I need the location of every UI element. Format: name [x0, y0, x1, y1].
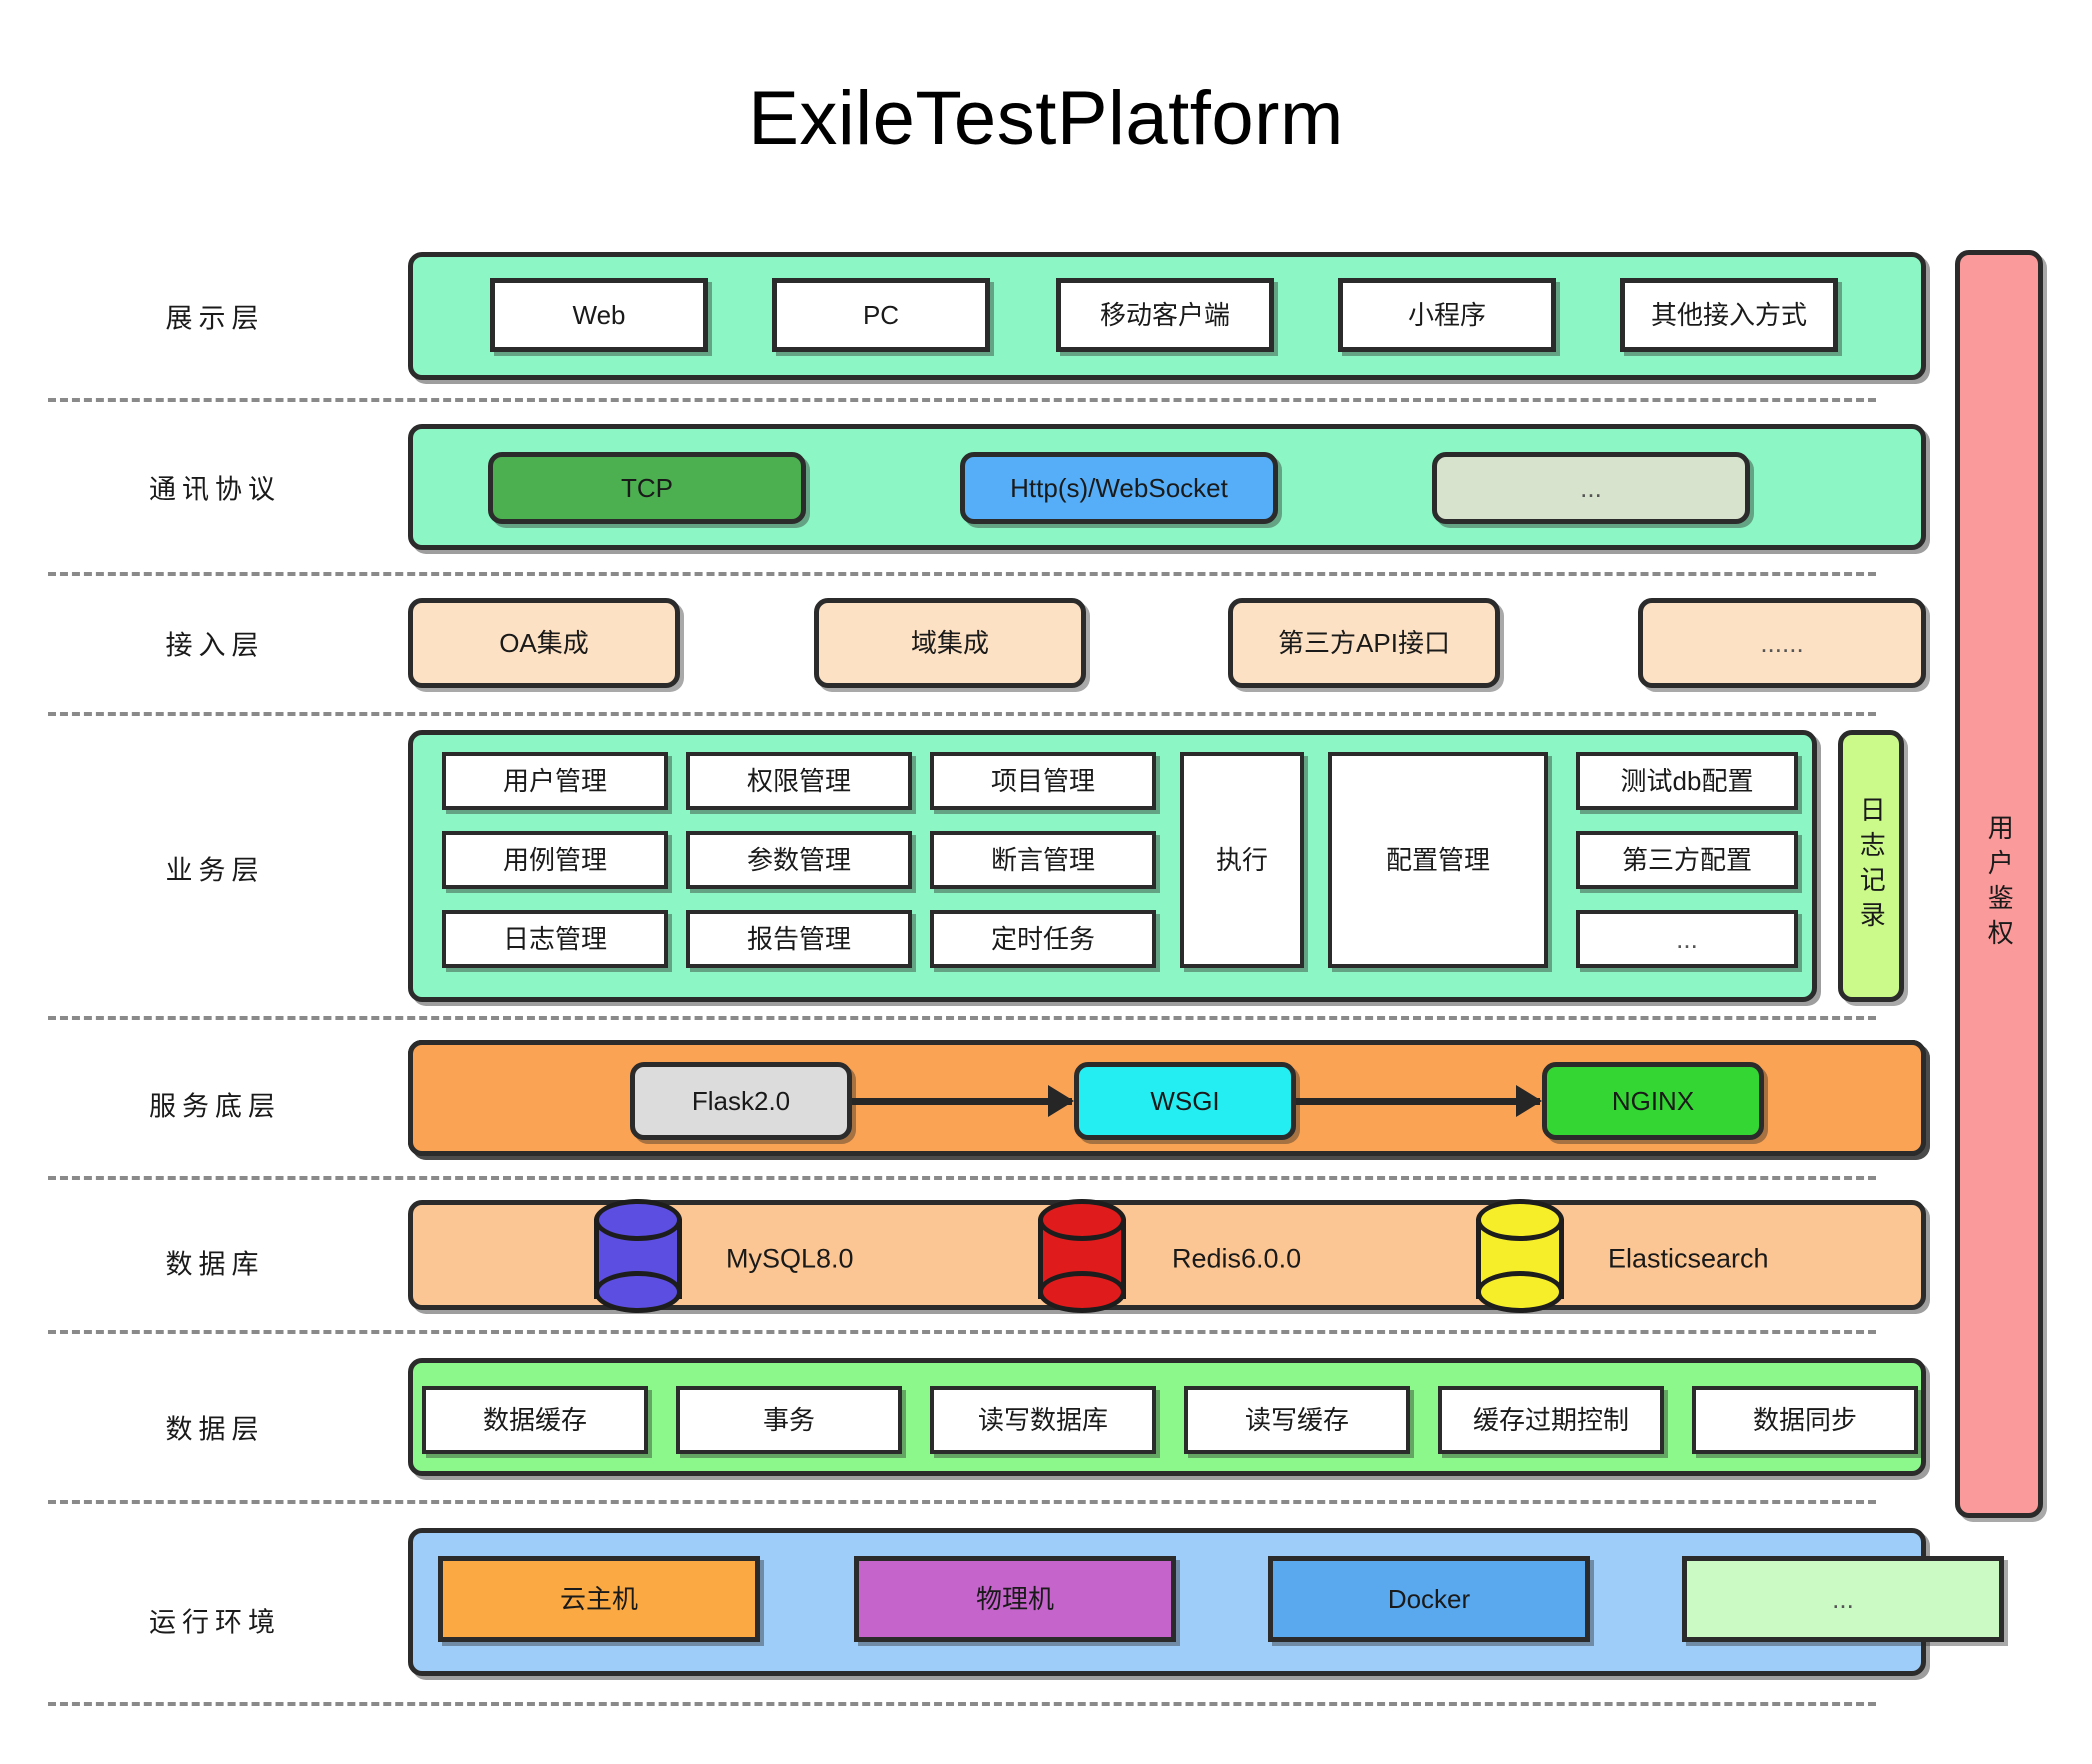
page-title: ExileTestPlatform	[748, 76, 1344, 161]
node-case-mgmt[interactable]: 用例管理	[442, 831, 668, 889]
node-thirdparty-config[interactable]: 第三方配置	[1576, 831, 1798, 889]
node-domain-integration[interactable]: 域集成	[814, 598, 1086, 688]
label-elasticsearch: Elasticsearch	[1608, 1243, 1769, 1274]
cylinder-mysql	[594, 1199, 682, 1313]
node-data-cache[interactable]: 数据缓存	[422, 1386, 648, 1454]
row-label-data: 数据层	[165, 1414, 265, 1445]
node-report-mgmt[interactable]: 报告管理	[686, 910, 912, 968]
node-log-record[interactable]: 日志记录	[1838, 730, 1904, 1002]
node-http-ws[interactable]: Http(s)/WebSocket	[960, 452, 1278, 524]
node-project-mgmt[interactable]: 项目管理	[930, 752, 1156, 810]
separator-2	[48, 572, 1876, 576]
label-redis: Redis6.0.0	[1172, 1243, 1302, 1274]
node-docker[interactable]: Docker	[1268, 1556, 1590, 1642]
cylinder-elasticsearch	[1476, 1199, 1564, 1313]
node-rw-database[interactable]: 读写数据库	[930, 1386, 1156, 1454]
node-mobile[interactable]: 移动客户端	[1056, 278, 1274, 352]
node-physical-machine[interactable]: 物理机	[854, 1556, 1176, 1642]
node-pc[interactable]: PC	[772, 278, 990, 352]
arrow-head-nginx	[1516, 1085, 1542, 1117]
node-miniapp[interactable]: 小程序	[1338, 278, 1556, 352]
node-assert-mgmt[interactable]: 断言管理	[930, 831, 1156, 889]
node-wsgi[interactable]: WSGI	[1074, 1062, 1296, 1140]
node-cache-expiry[interactable]: 缓存过期控制	[1438, 1386, 1664, 1454]
node-thirdparty-api[interactable]: 第三方API接口	[1228, 598, 1500, 688]
row-label-presentation: 展示层	[165, 303, 265, 334]
row-label-protocol: 通讯协议	[149, 474, 281, 505]
node-other-access[interactable]: 其他接入方式	[1620, 278, 1838, 352]
separator-6	[48, 1330, 1876, 1334]
row-label-runtime: 运行环境	[149, 1607, 281, 1638]
node-oa-integration[interactable]: OA集成	[408, 598, 680, 688]
row-label-business: 业务层	[165, 855, 265, 886]
label-mysql: MySQL8.0	[726, 1243, 854, 1274]
node-log-mgmt[interactable]: 日志管理	[442, 910, 668, 968]
node-scheduled-task[interactable]: 定时任务	[930, 910, 1156, 968]
node-rw-cache[interactable]: 读写缓存	[1184, 1386, 1410, 1454]
separator-8	[48, 1702, 1876, 1706]
node-config-mgmt[interactable]: 配置管理	[1328, 752, 1548, 968]
node-protocol-more[interactable]: ...	[1432, 452, 1750, 524]
node-user-auth[interactable]: 用户鉴权	[1955, 250, 2043, 1518]
node-web[interactable]: Web	[490, 278, 708, 352]
node-nginx[interactable]: NGINX	[1542, 1062, 1764, 1140]
arrow-wsgi-to-nginx	[1296, 1098, 1540, 1105]
node-user-mgmt[interactable]: 用户管理	[442, 752, 668, 810]
node-runtime-more[interactable]: ...	[1682, 1556, 2004, 1642]
node-data-sync[interactable]: 数据同步	[1692, 1386, 1918, 1454]
arrow-flask-to-wsgi	[852, 1098, 1072, 1105]
row-label-access: 接入层	[165, 630, 265, 661]
node-flask[interactable]: Flask2.0	[630, 1062, 852, 1140]
node-cloud-host[interactable]: 云主机	[438, 1556, 760, 1642]
node-test-db-config[interactable]: 测试db配置	[1576, 752, 1798, 810]
node-config-more[interactable]: ...	[1576, 910, 1798, 968]
node-tcp[interactable]: TCP	[488, 452, 806, 524]
node-perm-mgmt[interactable]: 权限管理	[686, 752, 912, 810]
separator-7	[48, 1500, 1876, 1504]
node-param-mgmt[interactable]: 参数管理	[686, 831, 912, 889]
cylinder-redis	[1038, 1199, 1126, 1313]
separator-3	[48, 712, 1876, 716]
node-access-more[interactable]: ......	[1638, 598, 1926, 688]
arrow-head-wsgi	[1048, 1085, 1074, 1117]
band-data	[408, 1358, 1926, 1476]
row-label-service: 服务底层	[149, 1091, 281, 1122]
node-transaction[interactable]: 事务	[676, 1386, 902, 1454]
separator-5	[48, 1176, 1876, 1180]
node-execute[interactable]: 执行	[1180, 752, 1304, 968]
row-label-database: 数据库	[165, 1249, 265, 1280]
separator-4	[48, 1016, 1876, 1020]
separator-1	[48, 398, 1876, 402]
